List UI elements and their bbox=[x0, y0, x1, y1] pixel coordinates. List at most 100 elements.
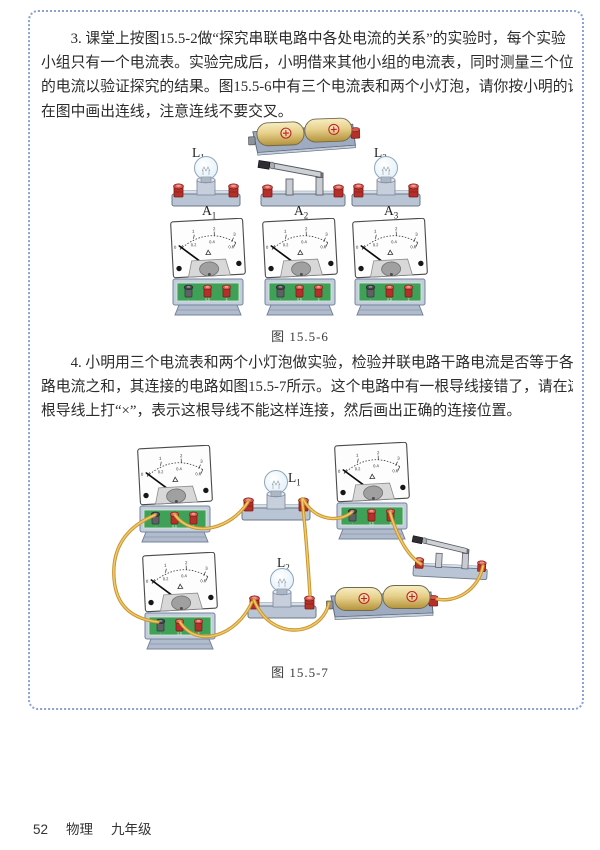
lamp-terminal-right bbox=[304, 595, 315, 610]
ammeter-upper-2: 2 bbox=[377, 450, 380, 455]
ammeter-terminal-label-3: 3 bbox=[408, 298, 410, 302]
battery-cell-1 bbox=[256, 121, 305, 147]
ammeter-knob bbox=[363, 485, 383, 501]
ammeter-zero: 0 bbox=[141, 472, 144, 477]
switch-terminal-right bbox=[333, 184, 344, 198]
page-frame bbox=[28, 10, 584, 710]
figure-15-5-7: - 0.6 3 0 1 2 3 0.2 0.4 0.6 bbox=[0, 440, 600, 688]
ammeter-lower-02: 0.2 bbox=[283, 242, 290, 247]
switch-handle bbox=[257, 160, 271, 170]
lamp-collar bbox=[380, 176, 392, 183]
ammeter-terminal-3 bbox=[313, 284, 324, 298]
ammeter-upper-3: 3 bbox=[397, 456, 400, 461]
ammeter-a3: - 0.6 3 0 1 2 3 0.2 0.4 0.6 bbox=[350, 218, 430, 318]
ammeter-terminal-negative bbox=[275, 284, 286, 298]
battery-cell-2 bbox=[382, 585, 431, 609]
ammeter-a3-label: A3 bbox=[384, 203, 399, 221]
ammeter-terminal-label-3: 3 bbox=[198, 632, 200, 636]
ammeter-terminal-label-3: 3 bbox=[193, 525, 195, 529]
ammeter-terminal-label-neg: - bbox=[370, 298, 371, 302]
footer-grade: 九年级 bbox=[111, 822, 152, 837]
ammeter-screw-right bbox=[236, 260, 242, 267]
ammeter-terminal-label-3: 3 bbox=[226, 298, 228, 302]
lamp-collar bbox=[276, 588, 288, 595]
ammeter-zero: 0 bbox=[174, 245, 177, 250]
lamp-filament bbox=[271, 480, 281, 489]
ammeter-upper-2: 2 bbox=[305, 226, 308, 231]
ammeter-unit-symbol bbox=[177, 583, 184, 590]
ammeter-screw-right bbox=[400, 484, 406, 491]
problem-3-line: 小组只有一个电流表。实验完成后，小明借来其他小组的电流表，同时测量三个位置 bbox=[41, 55, 573, 72]
switch-post-left bbox=[285, 178, 294, 196]
ammeter-screw-right bbox=[418, 260, 424, 267]
ammeter-terminal-negative bbox=[365, 284, 376, 298]
ammeter-terminal-06 bbox=[202, 284, 213, 298]
ammeter-a1: - 0.6 3 0 1 2 3 0.2 0.4 0.6 bbox=[168, 218, 248, 318]
ammeter-terminal-label-3: 3 bbox=[390, 522, 392, 526]
switch-terminal-right bbox=[477, 560, 487, 572]
ammeter-lower-06: 0.6 bbox=[392, 468, 399, 473]
battery-plug-left bbox=[326, 600, 334, 610]
ammeter-upper-2: 2 bbox=[395, 226, 398, 231]
ammeter-lower-04: 0.4 bbox=[181, 573, 188, 578]
ammeter-terminal-label-neg: - bbox=[352, 522, 353, 526]
lamp-terminal-right bbox=[298, 497, 309, 512]
battery-tray-lip bbox=[257, 144, 356, 156]
ammeter-top-right: - 0.6 3 0 1 2 3 0.2 0.4 0.6 bbox=[332, 442, 412, 542]
ammeter-screw-left bbox=[340, 489, 346, 496]
problem-4-text: 4. 小明用三个电流表和两个小灯泡做实验，检验并联电路干路电流是否等于各支 路电… bbox=[41, 351, 573, 424]
switch-post-left bbox=[434, 552, 443, 569]
ammeter-scale-arc bbox=[361, 235, 418, 250]
battery-cell-2 bbox=[304, 117, 353, 143]
ammeter-upper-1: 1 bbox=[192, 229, 195, 234]
problem-3-line: 的电流以验证探究的结果。图15.5-6中有三个电流表和两个小灯泡，请你按小明的设… bbox=[41, 79, 573, 96]
ammeter-upper-1: 1 bbox=[374, 229, 377, 234]
ammeter-zero: 0 bbox=[266, 245, 269, 250]
ammeter-terminal-negative bbox=[347, 508, 358, 522]
lamp-l2 bbox=[348, 155, 424, 211]
switch-lever bbox=[272, 162, 322, 179]
ammeter-scale-arc bbox=[343, 459, 400, 474]
ammeter-terminal-3 bbox=[193, 618, 204, 632]
problem-4-line: 路电流之和，其连接的电路如图15.5-7所示。这个电路中有一根导线接错了，请在这 bbox=[41, 379, 573, 396]
figure-15-5-6: L1 L2 bbox=[0, 113, 600, 348]
ammeter-lower-06: 0.6 bbox=[228, 244, 235, 249]
ammeter-terminal-label-neg: - bbox=[280, 298, 281, 302]
ammeter-knob bbox=[291, 261, 311, 277]
ammeter-lower-02: 0.2 bbox=[355, 466, 362, 471]
problem-4-line: 4. 小明用三个电流表和两个小灯泡做实验，检验并联电路干路电流是否等于各支 bbox=[70, 355, 573, 371]
ammeter-terminal-3 bbox=[188, 511, 199, 525]
lamp-filament bbox=[277, 578, 287, 587]
ammeter-terminal-label-06: 0.6 bbox=[177, 632, 182, 636]
lamp-terminal-left bbox=[173, 183, 184, 198]
battery-cell-1 bbox=[334, 587, 383, 611]
ammeter-knob-dot bbox=[371, 496, 375, 500]
ammeter-upper-3: 3 bbox=[200, 459, 203, 464]
lamp-terminal-left bbox=[243, 497, 254, 512]
lamp-terminal-right bbox=[228, 183, 239, 198]
ammeter-screw-left bbox=[268, 265, 274, 272]
ammeter-upper-1: 1 bbox=[356, 453, 359, 458]
ammeter-unit-symbol bbox=[172, 476, 179, 483]
ammeter-terminal-negative bbox=[155, 618, 166, 632]
lamp-l1 bbox=[168, 155, 244, 211]
ammeter-lower-04: 0.4 bbox=[209, 239, 216, 244]
ammeter-upper-2: 2 bbox=[213, 226, 216, 231]
lamp-filament bbox=[381, 166, 391, 175]
ammeter-terminal-06 bbox=[366, 508, 377, 522]
ammeter-terminal-06 bbox=[169, 511, 180, 525]
lamp-bulb bbox=[194, 156, 218, 180]
ammeter-screw-left bbox=[176, 265, 182, 272]
battery-pack bbox=[326, 581, 438, 621]
lamp-collar bbox=[200, 176, 212, 183]
footer-subject: 物理 bbox=[66, 822, 94, 837]
ammeter-screw-right bbox=[208, 594, 214, 601]
ammeter-terminal-06 bbox=[174, 618, 185, 632]
ammeter-unit-symbol bbox=[369, 473, 376, 480]
ammeter-knob bbox=[199, 261, 219, 277]
ammeter-terminal-06 bbox=[384, 284, 395, 298]
lamp-l2-label: L2 bbox=[277, 555, 290, 573]
ammeter-terminal-label-06: 0.6 bbox=[205, 298, 210, 302]
ammeter-upper-1: 1 bbox=[284, 229, 287, 234]
